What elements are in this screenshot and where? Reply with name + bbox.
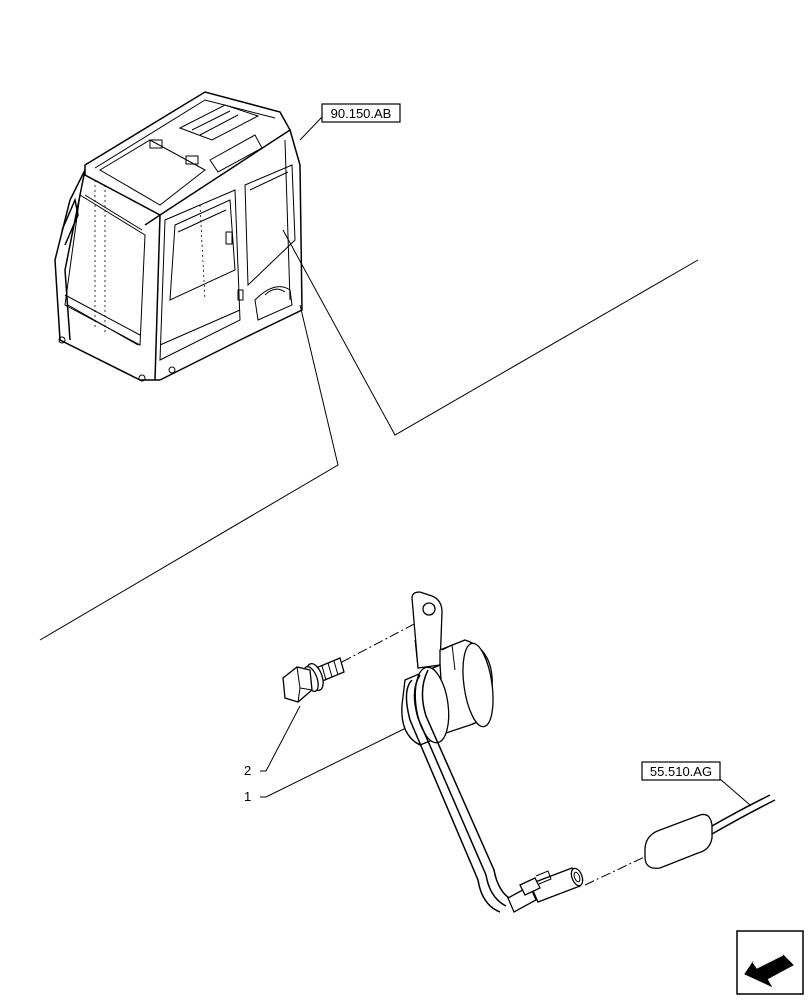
callout-1: 1 [244, 789, 251, 804]
cab-reference-text: 90.150.AB [331, 106, 392, 121]
bolt-item-2 [282, 657, 345, 703]
leader-lines [39, 116, 751, 886]
switch-item-1 [401, 591, 584, 913]
harness-reference-text: 55.510.AG [650, 764, 712, 779]
harness-connector [644, 794, 776, 869]
back-arrow-icon[interactable] [736, 930, 804, 995]
cab-reference-label: 90.150.AB [321, 103, 401, 123]
cab-illustration [54, 91, 303, 382]
callout-2: 2 [244, 763, 251, 778]
harness-reference-label: 55.510.AG [641, 761, 721, 781]
